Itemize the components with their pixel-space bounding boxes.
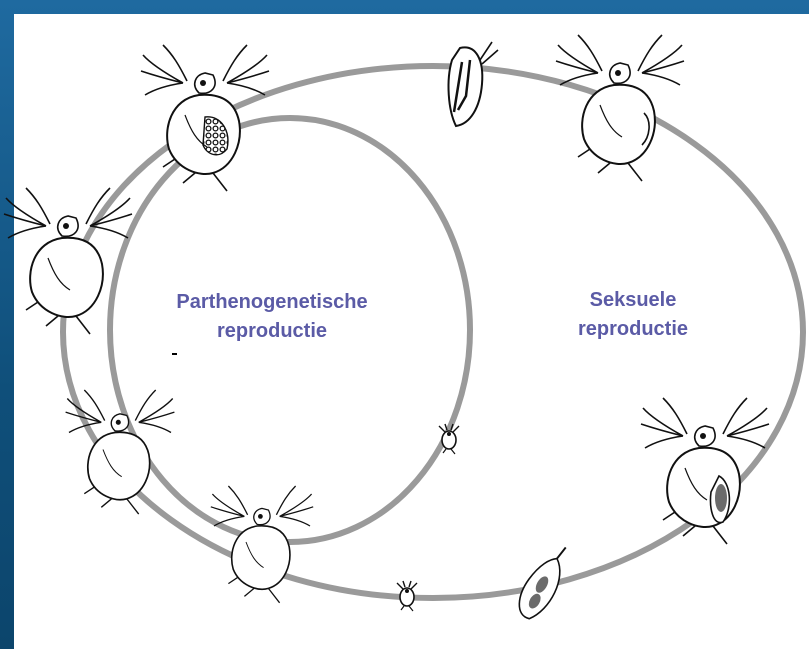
slide-canvas (14, 14, 809, 649)
daphnia-with-ephippium-icon (640, 397, 770, 545)
juvenile-daphnia-icon (396, 580, 418, 612)
daphnia-with-brood-icon (140, 44, 270, 192)
sexual-reproduction-label: Seksuele reproductie (538, 286, 728, 344)
male-daphnia-icon (447, 41, 499, 128)
parthenogenetic-label-line-1: Parthenogenetische (176, 291, 368, 313)
parthenogenetic-label: Parthenogenetische reproductie (152, 288, 392, 346)
parthenogenetic-label-line-2: reproductie (216, 320, 328, 342)
sexual-cycle-ring (60, 63, 806, 601)
daphnia-sexual-icon (555, 34, 685, 182)
parthenogenetic-cycle-ring (107, 115, 473, 545)
stray-mark (172, 353, 177, 355)
sexual-label-line-2: reproductie (577, 318, 689, 340)
sexual-label-line-1: Seksuele (589, 289, 677, 311)
ephippium-icon (518, 546, 567, 620)
